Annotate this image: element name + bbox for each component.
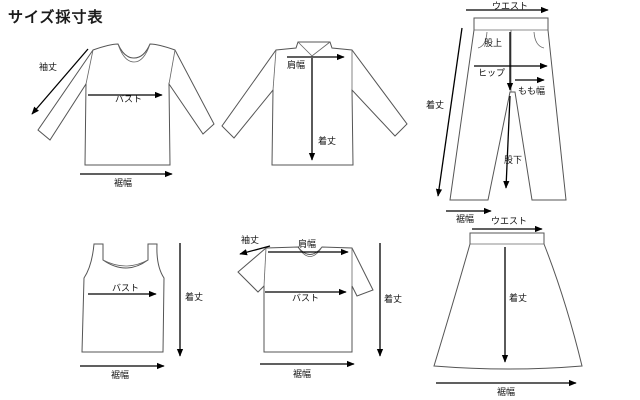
- bust-label-tshirt: バスト: [292, 293, 319, 304]
- hem-label-tank: 裾幅: [111, 369, 129, 381]
- shirt-diagram: 肩幅 着丈: [221, 41, 408, 166]
- length-label-tshirt: 着丈: [384, 293, 402, 305]
- inseam-label: 股下: [504, 155, 522, 166]
- hip-label: ヒップ: [478, 68, 505, 79]
- tshirt-diagram: 袖丈 肩幅 バスト 着丈 裾幅: [237, 234, 402, 380]
- hem-label-skirt: 裾幅: [497, 386, 515, 398]
- sleeve-label-tshirt: 袖丈: [241, 234, 259, 246]
- skirt-shape: [433, 232, 583, 370]
- hem-label-tshirt: 裾幅: [293, 368, 311, 380]
- waist-label-pants: ウエスト: [492, 1, 528, 12]
- hem-label-pants: 裾幅: [456, 213, 474, 225]
- length-label-tank: 着丈: [185, 291, 203, 303]
- length-label-pants: 着丈: [426, 99, 444, 111]
- trousers-diagram: ウエスト 股上 ヒップ もも幅 股下 着丈 裾幅: [426, 1, 567, 225]
- trousers-shape: [449, 17, 567, 201]
- shoulder-label-tshirt: 肩幅: [298, 238, 316, 250]
- sleeve-label: 袖丈: [39, 61, 57, 73]
- bust-label-tank: バスト: [112, 283, 139, 294]
- sleeve-arrow-tshirt: [239, 245, 271, 256]
- sleeve-arrow: [31, 48, 89, 115]
- length-arrow-pants: [435, 27, 463, 197]
- longsleeve-top-diagram: 袖丈 バスト 裾幅: [31, 43, 215, 189]
- hem-label: 裾幅: [114, 177, 132, 189]
- inseam-arrow: [503, 95, 511, 189]
- page-title: サイズ採寸表: [8, 8, 104, 26]
- skirt-diagram: ウエスト 着丈 裾幅: [433, 216, 583, 398]
- rise-label: 股上: [484, 38, 502, 49]
- tanktop-shape: [81, 243, 165, 353]
- longsleeve-top-shape: [37, 43, 215, 166]
- bust-label: バスト: [115, 94, 142, 105]
- thigh-label: もも幅: [518, 85, 545, 97]
- tanktop-diagram: バスト 着丈 裾幅: [80, 243, 203, 381]
- shoulder-label: 肩幅: [287, 59, 305, 71]
- length-label: 着丈: [318, 135, 336, 147]
- waist-label-skirt: ウエスト: [491, 216, 527, 227]
- shirt-shape: [221, 41, 408, 166]
- length-label-skirt: 着丈: [509, 292, 527, 304]
